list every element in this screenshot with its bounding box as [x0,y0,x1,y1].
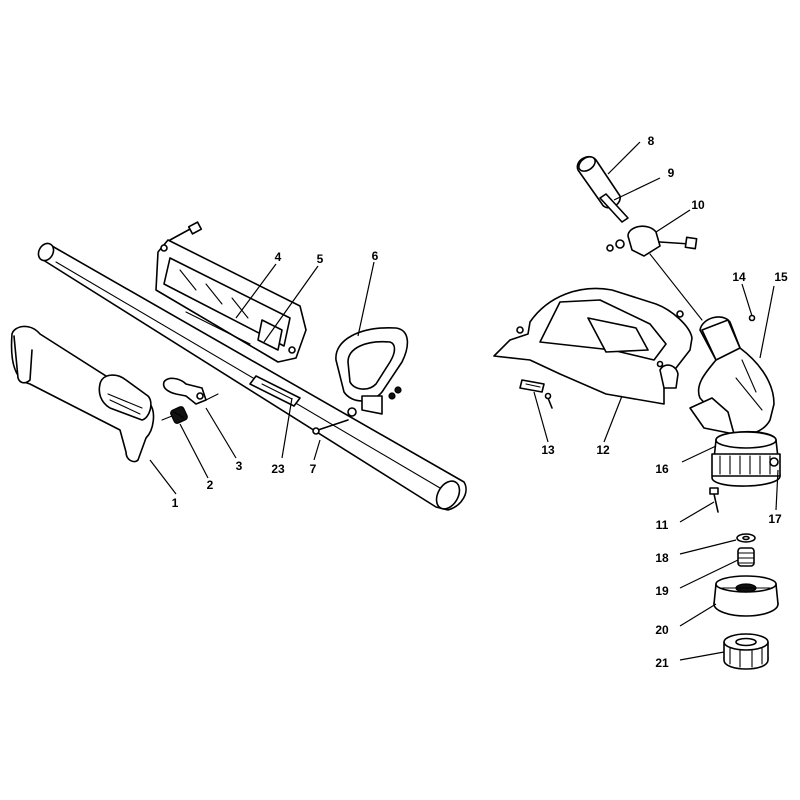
handle-bolt [312,419,349,435]
callout-2: 2 [207,478,214,492]
trimmer-spool [713,575,779,617]
callout-17: 17 [768,512,782,526]
callout-21: 21 [655,656,669,670]
callout-10: 10 [691,198,705,212]
callout-16: 16 [655,462,669,476]
callout-9: 9 [668,166,675,180]
assist-handle [335,327,409,417]
callout-18: 18 [655,551,669,565]
spool-screw [709,487,719,513]
washer [736,533,756,543]
callout-8: 8 [648,134,655,148]
callout-13: 13 [541,443,555,457]
gear-head [689,314,775,436]
housing-screw [169,221,203,241]
callout-20: 20 [655,623,669,637]
callout-11: 11 [656,518,669,532]
shaft-tube [37,242,467,511]
callout-4: 4 [275,250,282,264]
callout-3: 3 [236,459,243,473]
callout-23: 23 [271,462,285,476]
callout-5: 5 [317,252,324,266]
callout-15: 15 [774,270,788,284]
callout-19: 19 [655,584,669,598]
spool-housing [711,430,781,487]
line-cutter-blade [519,379,553,409]
handle-housing [155,239,307,363]
callout-7: 7 [310,462,317,476]
grass-guard [493,287,693,405]
bump-knob [723,633,769,670]
callout-12: 12 [596,443,610,457]
trigger-spring [161,406,188,424]
callout-1: 1 [172,496,179,510]
callout-14: 14 [732,270,746,284]
leader-lines [149,141,779,661]
grip-sleeve [576,155,629,223]
callout-6: 6 [372,249,379,263]
shaft-clamp [606,225,703,321]
throttle-trigger [162,377,219,405]
shaft-label [249,375,301,407]
callout-labels: 1 2 3 4 5 6 7 23 8 9 10 14 15 13 12 16 1… [172,134,788,670]
handle-grip [10,325,155,463]
spool-spring [737,547,755,567]
